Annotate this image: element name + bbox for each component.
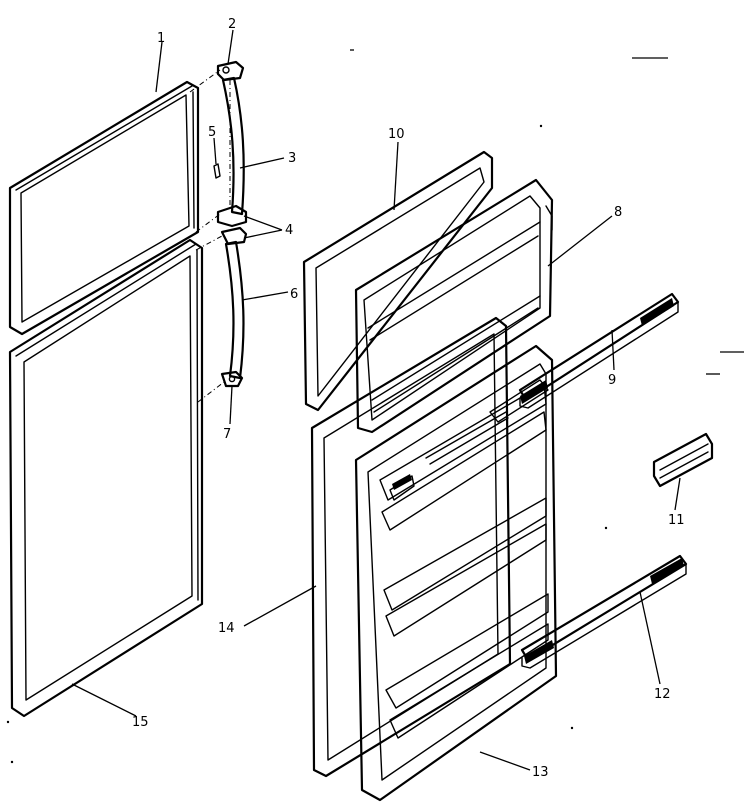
callout-3: 3 <box>288 151 296 166</box>
callout-7: 7 <box>223 427 231 442</box>
callout-2: 2 <box>228 17 236 32</box>
callout-12: 12 <box>654 687 671 702</box>
callout-14: 14 <box>218 621 235 636</box>
callout-6: 6 <box>290 287 298 302</box>
lower-door-gasket-part-15 <box>8 238 204 718</box>
callout-4: 4 <box>285 223 293 238</box>
leader-lines <box>71 29 681 771</box>
upper-door-gasket-part-10 <box>302 150 494 412</box>
lower-door-handle-part-6 <box>224 240 245 380</box>
callout-9: 9 <box>608 373 616 388</box>
scan-marks <box>6 49 744 764</box>
callout-11: 11 <box>668 513 685 528</box>
upper-shelf-bar-part-9 <box>518 292 680 409</box>
callout-1: 1 <box>157 31 165 46</box>
lower-shelf-bar-part-12 <box>520 554 688 669</box>
upper-door-liner-part-8 <box>354 178 554 434</box>
callout-15: 15 <box>132 715 149 730</box>
callout-13: 13 <box>532 765 549 780</box>
callout-10: 10 <box>388 127 405 142</box>
lower-hinge-part-7 <box>220 370 244 388</box>
hinge-pin-part-5 <box>213 163 221 179</box>
upper-hinge-part-2 <box>216 60 245 82</box>
shelf-clip-part-11 <box>652 432 714 488</box>
callout-8: 8 <box>614 205 622 220</box>
callout-5: 5 <box>208 125 216 140</box>
upper-door-handle-part-3 <box>221 76 245 216</box>
upper-door-gasket-part-1 <box>8 80 200 336</box>
lower-door-liner-part-13 <box>354 344 558 802</box>
